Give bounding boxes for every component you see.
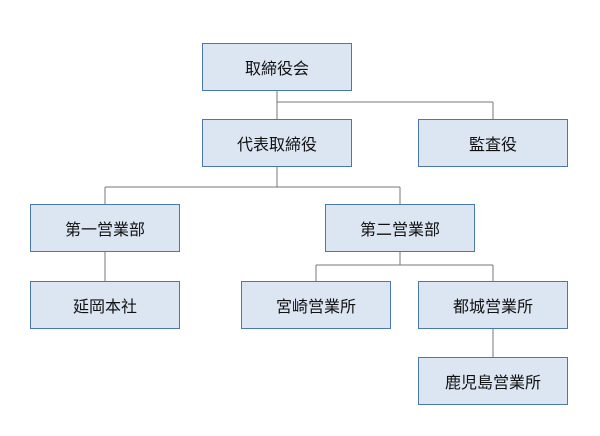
kagoshima-office-box: 鹿児島営業所 bbox=[418, 357, 568, 405]
kagoshima-office-label: 鹿児島営業所 bbox=[444, 373, 541, 392]
auditor-label: 監査役 bbox=[468, 135, 517, 154]
sales-dept-2-box: 第二営業部 bbox=[325, 204, 475, 252]
board-of-directors-box: 取締役会 bbox=[202, 43, 352, 91]
sales-dept-1-label: 第一営業部 bbox=[64, 220, 145, 239]
miyazaki-office-label: 宮崎営業所 bbox=[275, 297, 356, 316]
nobeoka-hq-label: 延岡本社 bbox=[72, 297, 137, 316]
board-of-directors-label: 取締役会 bbox=[244, 59, 309, 78]
auditor-box: 監査役 bbox=[418, 119, 568, 167]
sales-dept-1-box: 第一営業部 bbox=[30, 204, 180, 252]
sales-dept-2-label: 第二営業部 bbox=[359, 220, 440, 239]
representative-director-label: 代表取締役 bbox=[236, 135, 317, 154]
miyakonojo-office-box: 都城営業所 bbox=[418, 281, 568, 329]
miyakonojo-office-label: 都城営業所 bbox=[452, 297, 533, 316]
miyazaki-office-box: 宮崎営業所 bbox=[241, 281, 391, 329]
representative-director-box: 代表取締役 bbox=[202, 119, 352, 167]
nobeoka-hq-box: 延岡本社 bbox=[30, 281, 180, 329]
